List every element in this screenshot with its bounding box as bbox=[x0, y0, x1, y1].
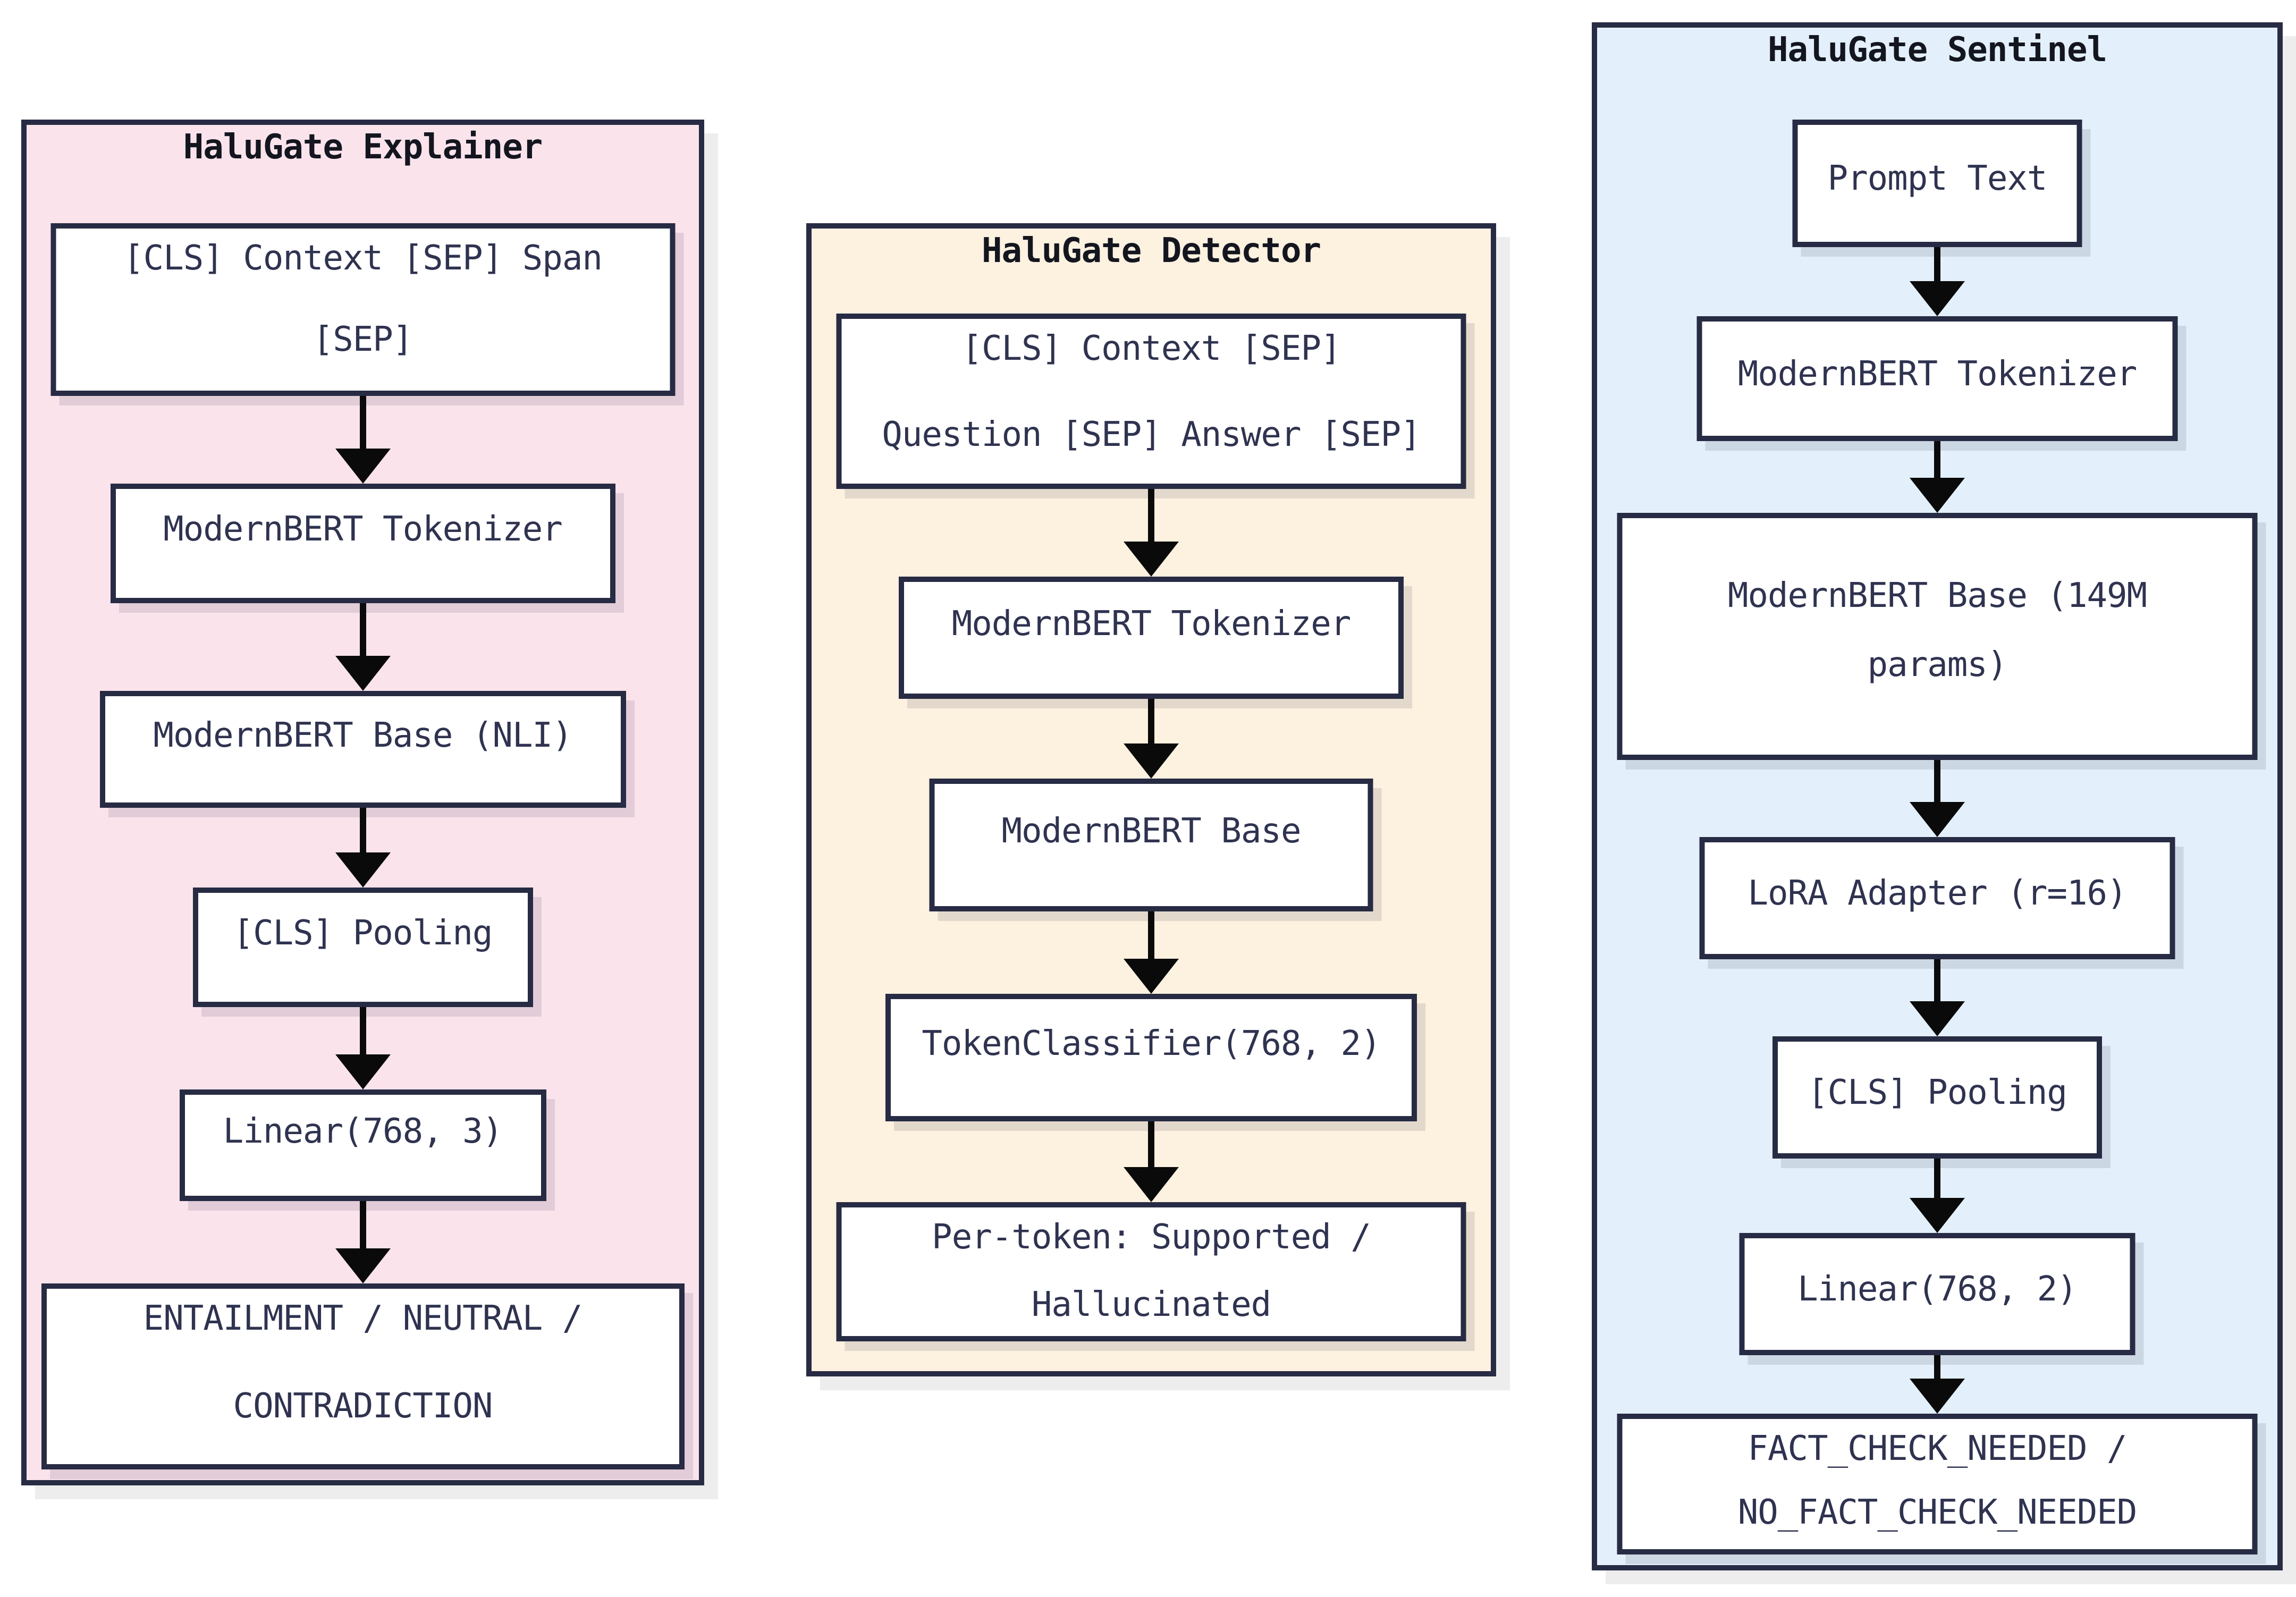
flow-box: ModernBERT Tokenizer bbox=[1696, 316, 2178, 441]
flow-box-line: TokenClassifier(768, 2) bbox=[922, 1024, 1381, 1063]
arrow-down-icon bbox=[1124, 489, 1179, 577]
flow-box: TokenClassifier(768, 2) bbox=[885, 994, 1417, 1121]
arrow-down-icon bbox=[1124, 699, 1179, 779]
flow-box: LoRA Adapter (r=16) bbox=[1699, 837, 2175, 959]
flow-box-line: NO_FACT_CHECK_NEEDED bbox=[1737, 1493, 2138, 1533]
flow-box: ModernBERT Tokenizer bbox=[110, 484, 615, 603]
flow-box-line: ModernBERT Base bbox=[1001, 811, 1302, 851]
flow-box: [CLS] Pooling bbox=[192, 888, 533, 1007]
arrow-down-icon bbox=[1910, 441, 1965, 513]
flow-box: Per-token: Supported / Hallucinated bbox=[836, 1202, 1466, 1341]
flow-box: FACT_CHECK_NEEDED / NO_FACT_CHECK_NEEDED bbox=[1617, 1414, 2258, 1554]
flow-box-line: Hallucinated bbox=[1031, 1285, 1271, 1324]
flow-box: ModernBERT Base (149M params) bbox=[1617, 513, 2258, 760]
flow-box: [CLS] Context [SEP] Question [SEP] Answer… bbox=[836, 314, 1466, 489]
arrow-down-icon bbox=[1910, 247, 1965, 316]
panel-title: HaluGate Explainer bbox=[183, 128, 543, 167]
flow-box-line: LoRA Adapter (r=16) bbox=[1748, 874, 2127, 913]
flow-container: [CLS] Context [SEP] Question [SEP] Answer… bbox=[812, 229, 1491, 1371]
flow-box: [CLS] Pooling bbox=[1772, 1036, 2102, 1159]
flow-box-line: [SEP] bbox=[313, 319, 413, 359]
flow-box: ModernBERT Base (NLI) bbox=[99, 691, 626, 808]
arrow-down-icon bbox=[335, 808, 391, 888]
flow-box-line: [CLS] Pooling bbox=[1808, 1073, 2067, 1112]
flow-box-line: params) bbox=[1867, 645, 2008, 685]
flow-box-line: CONTRADICTION bbox=[233, 1387, 493, 1426]
flow-box-line: [CLS] Pooling bbox=[233, 914, 493, 953]
flow-box-line: Prompt Text bbox=[1827, 159, 2048, 198]
flow-box: [CLS] Context [SEP] Span [SEP] bbox=[50, 223, 675, 396]
flow-box-line: ENTAILMENT / NEUTRAL / bbox=[143, 1299, 583, 1338]
flow-box-line: ModernBERT Tokenizer bbox=[951, 604, 1352, 644]
flow-box-line: ModernBERT Base (149M bbox=[1727, 576, 2147, 615]
flow-box-line: FACT_CHECK_NEEDED / bbox=[1748, 1429, 2127, 1468]
flow-box: Linear(768, 2) bbox=[1739, 1233, 2135, 1355]
panel-title: HaluGate Sentinel bbox=[1767, 30, 2107, 70]
panel-halugate-explainer: HaluGate Explainer [CLS] Context [SEP] S… bbox=[21, 120, 704, 1485]
arrow-down-icon bbox=[1910, 1355, 1965, 1414]
arrow-down-icon bbox=[1124, 911, 1179, 994]
flow-box-line: ModernBERT Tokenizer bbox=[1737, 354, 2138, 394]
flow-box-line: Linear(768, 2) bbox=[1797, 1270, 2077, 1309]
flow-box: Linear(768, 3) bbox=[179, 1089, 546, 1201]
arrow-down-icon bbox=[1910, 1159, 1965, 1233]
flow-box-line: Question [SEP] Answer [SEP] bbox=[882, 415, 1421, 455]
arrow-down-icon bbox=[335, 1007, 391, 1089]
flow-box-line: Linear(768, 3) bbox=[223, 1111, 503, 1151]
flow-box: ModernBERT Base bbox=[929, 779, 1373, 911]
panel-title: HaluGate Detector bbox=[981, 231, 1321, 271]
flow-box-line: ModernBERT Base (NLI) bbox=[153, 715, 572, 755]
arrow-down-icon bbox=[335, 396, 391, 484]
flow-box-line: [CLS] Context [SEP] bbox=[961, 329, 1341, 368]
arrow-down-icon bbox=[1910, 760, 1965, 837]
arrow-down-icon bbox=[1910, 959, 1965, 1036]
flow-box: ENTAILMENT / NEUTRAL / CONTRADICTION bbox=[41, 1283, 685, 1469]
arrow-down-icon bbox=[1124, 1121, 1179, 1202]
arrow-down-icon bbox=[335, 603, 391, 691]
flow-box-line: Per-token: Supported / bbox=[932, 1218, 1371, 1257]
panel-halugate-detector: HaluGate Detector [CLS] Context [SEP] Que… bbox=[806, 223, 1496, 1376]
flow-box-line: [CLS] Context [SEP] Span bbox=[123, 239, 603, 278]
flow-box: ModernBERT Tokenizer bbox=[899, 577, 1404, 699]
flow-container: [CLS] Context [SEP] Span [SEP] ModernBERT … bbox=[27, 125, 699, 1480]
arrow-down-icon bbox=[335, 1201, 391, 1283]
flow-box-line: ModernBERT Tokenizer bbox=[163, 510, 563, 549]
flow-box: Prompt Text bbox=[1792, 120, 2082, 247]
